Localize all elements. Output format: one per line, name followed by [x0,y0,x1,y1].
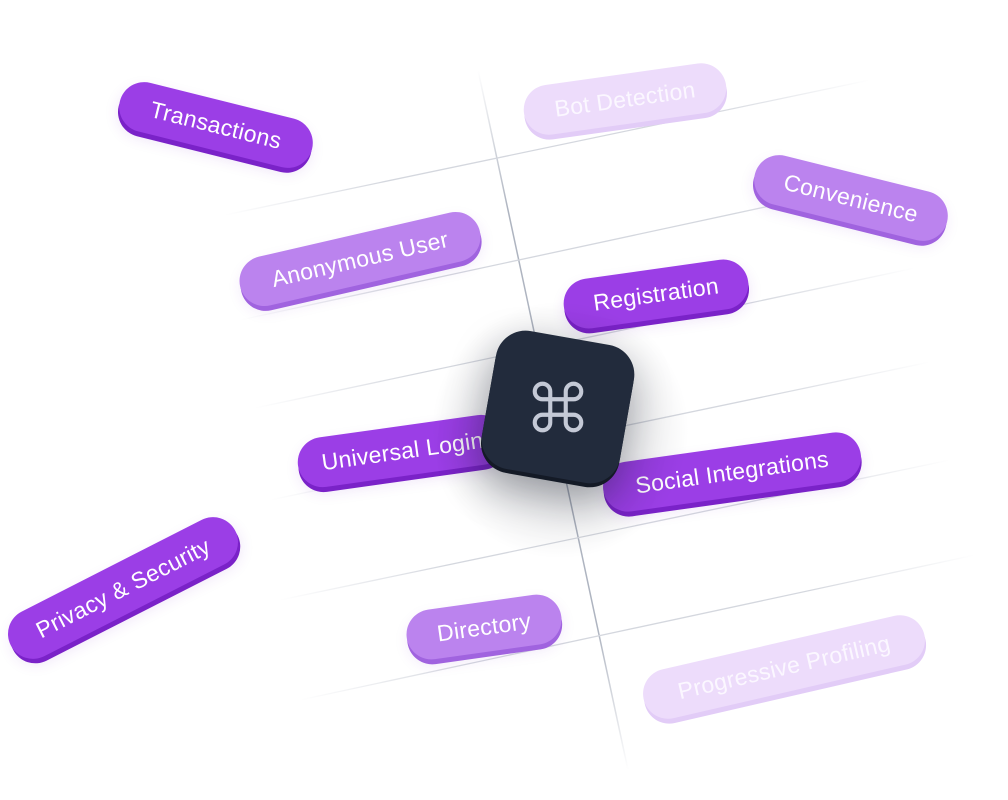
grid-line-5 [279,459,951,601]
grid-line-6 [299,554,976,701]
command-key-tile[interactable] [476,325,640,489]
grid-line-3 [254,267,916,409]
grid-line-1 [224,79,871,216]
command-key-icon [532,381,584,433]
